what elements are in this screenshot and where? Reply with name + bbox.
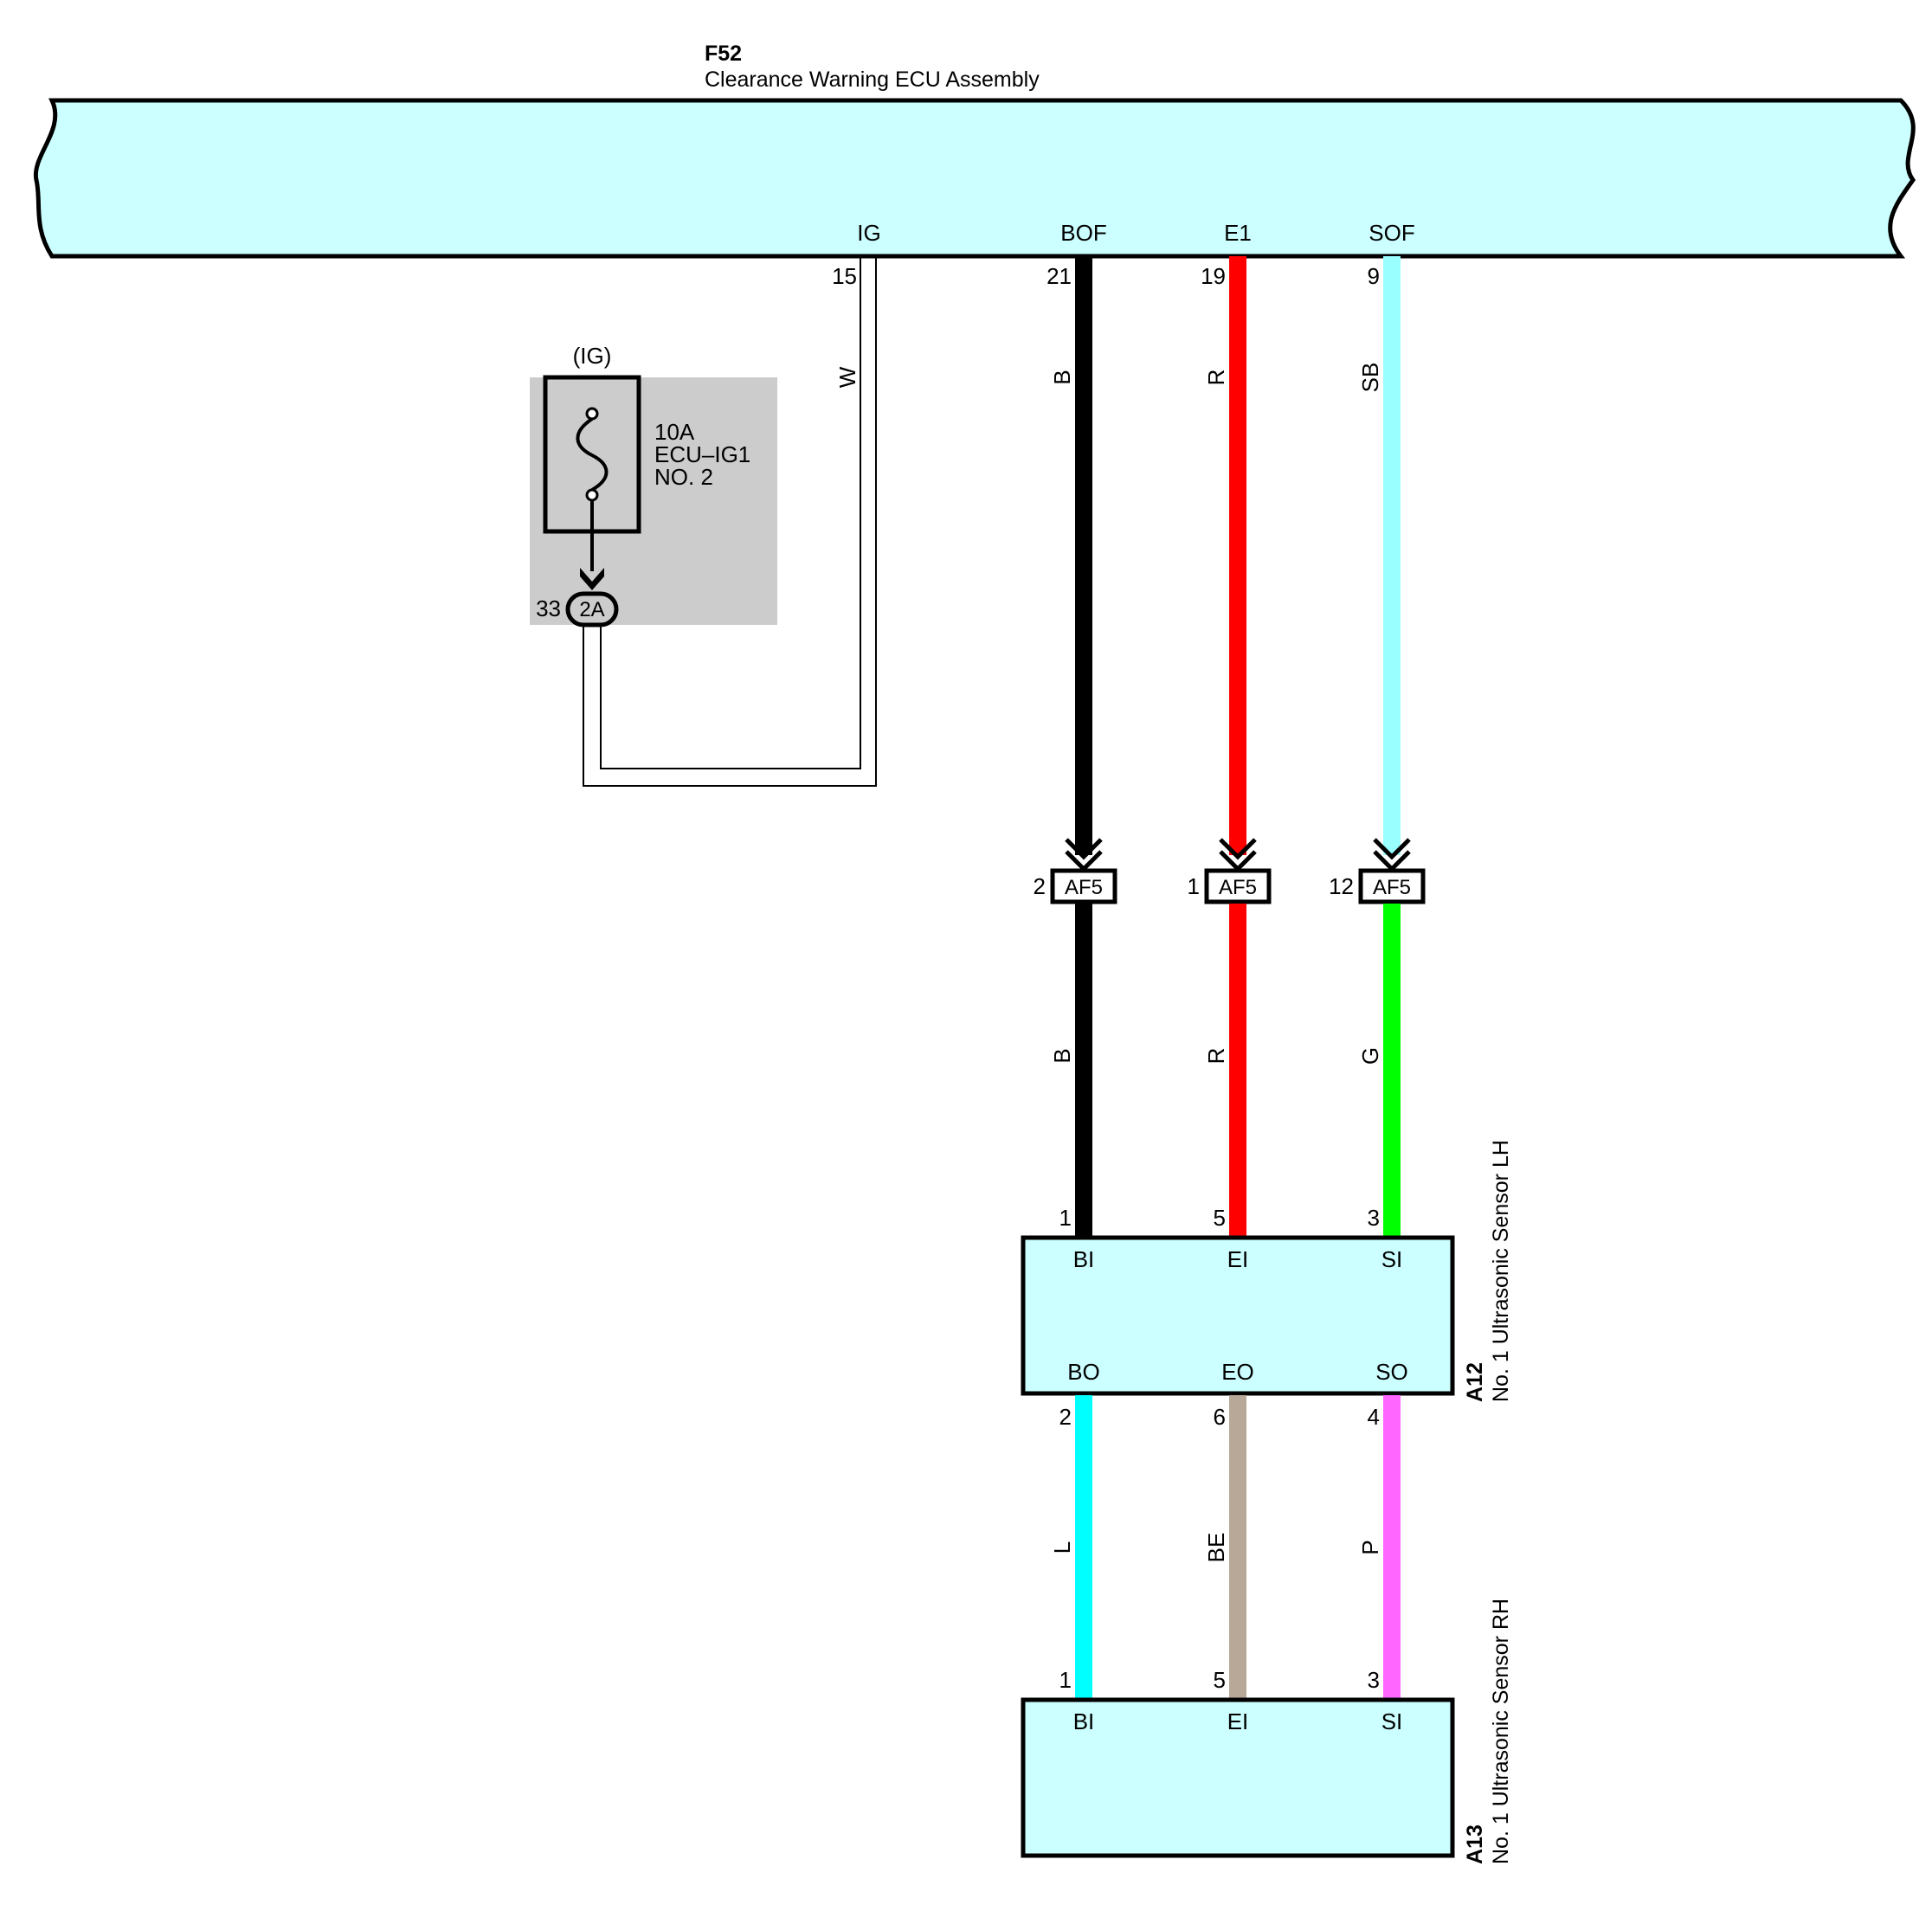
lh-out-pin-bo: 2 — [1059, 1404, 1072, 1430]
lh-out-pin-so: 4 — [1368, 1404, 1380, 1430]
junction-2a — [565, 591, 619, 627]
lh-in-pin-ei: 5 — [1214, 1205, 1226, 1231]
af5-box-sof — [1358, 868, 1426, 904]
pin-e1: 19 — [1201, 263, 1226, 289]
wire-r-mid — [1229, 904, 1246, 1238]
rh-in-pin-ei: 5 — [1214, 1667, 1226, 1693]
fuse-terminal-top — [585, 407, 599, 421]
rh-terminal-bi: BI — [1073, 1708, 1095, 1734]
lh-terminal-bo: BO — [1067, 1359, 1100, 1385]
sensor-lh-box — [1021, 1235, 1455, 1396]
junction-label: 2A — [579, 598, 604, 621]
pin-ig: 15 — [832, 263, 857, 289]
wire-p-lower — [1383, 1395, 1401, 1700]
lh-terminal-si: SI — [1381, 1246, 1403, 1272]
wire-b-mid — [1075, 904, 1092, 1238]
fuse-arrow-icon — [580, 568, 604, 590]
af5-label-e1: AF5 — [1219, 876, 1257, 899]
wire-bof-upper — [1075, 256, 1092, 855]
sensor-lh-code: A12 — [1463, 1362, 1487, 1402]
fuse-element-icon — [576, 417, 609, 492]
rh-in-pin-bi: 1 — [1059, 1667, 1072, 1693]
terminal-sof-name: SOF — [1368, 220, 1414, 246]
wire-be-lower — [1229, 1395, 1246, 1700]
wire-sof-color: SB — [1357, 363, 1383, 393]
sensor-rh-box — [1021, 1697, 1455, 1858]
lh-in-pin-si: 3 — [1368, 1205, 1380, 1231]
wire-l-color: L — [1049, 1541, 1075, 1554]
lh-out-pin-eo: 6 — [1214, 1404, 1226, 1430]
wire-g-mid-color: G — [1357, 1047, 1383, 1065]
lh-terminal-eo: EO — [1221, 1359, 1254, 1385]
af5-box-e1 — [1204, 868, 1272, 904]
sensor-rh-name: No. 1 Ultrasonic Sensor RH — [1489, 1599, 1513, 1864]
fuse-panel — [530, 377, 777, 625]
fuse-name-line2: NO. 2 — [654, 464, 713, 490]
af5-pin-r: 1 — [1188, 873, 1200, 899]
af5-pin-g: 12 — [1329, 873, 1354, 899]
ecu-name: Clearance Warning ECU Assembly — [705, 68, 1040, 92]
wire-b-mid-color: B — [1049, 1048, 1075, 1063]
terminal-bof-name: BOF — [1060, 220, 1106, 246]
terminal-e1-name: E1 — [1224, 220, 1252, 246]
pin-bof: 21 — [1046, 263, 1072, 289]
wire-bof-color: B — [1049, 370, 1075, 384]
wire-ig-color: W — [834, 366, 860, 388]
lh-in-pin-bi: 1 — [1059, 1205, 1072, 1231]
sensor-rh-code: A13 — [1463, 1824, 1487, 1864]
af5-pin-b: 2 — [1034, 873, 1046, 899]
lh-terminal-so: SO — [1375, 1359, 1408, 1385]
junction-pin: 33 — [536, 595, 561, 621]
rh-in-pin-si: 3 — [1368, 1667, 1380, 1693]
af5-label-bof: AF5 — [1065, 876, 1103, 899]
wire-e1-upper — [1229, 256, 1246, 855]
pin-sof: 9 — [1368, 263, 1380, 289]
ecu-body — [33, 98, 1916, 259]
wire-ig-outer — [583, 256, 877, 787]
fuse-terminal-bottom — [585, 488, 599, 502]
sensor-lh-name: No. 1 Ultrasonic Sensor LH — [1489, 1140, 1513, 1402]
wire-g-mid — [1383, 904, 1401, 1238]
wire-sof-upper — [1383, 256, 1401, 855]
fuse-rating: 10A — [654, 419, 695, 445]
lh-terminal-bi: BI — [1073, 1246, 1095, 1272]
fuse-circuit: (IG) — [573, 343, 612, 369]
wire-l-lower — [1075, 1395, 1092, 1700]
rh-terminal-ei: EI — [1227, 1708, 1249, 1734]
rh-terminal-si: SI — [1381, 1708, 1403, 1734]
terminal-ig-name: IG — [857, 220, 880, 246]
af5-label-sof: AF5 — [1373, 876, 1411, 899]
fuse-name-line1: ECU–IG1 — [654, 441, 750, 467]
af5-box-bof — [1050, 868, 1117, 904]
wire-e1-color: R — [1203, 370, 1229, 386]
wire-r-mid-color: R — [1203, 1048, 1229, 1065]
ecu-code: F52 — [705, 42, 742, 66]
wire-ig-inner — [600, 256, 861, 769]
wire-p-color: P — [1357, 1540, 1383, 1554]
wire-be-color: BE — [1203, 1533, 1229, 1563]
lh-terminal-ei: EI — [1227, 1246, 1249, 1272]
